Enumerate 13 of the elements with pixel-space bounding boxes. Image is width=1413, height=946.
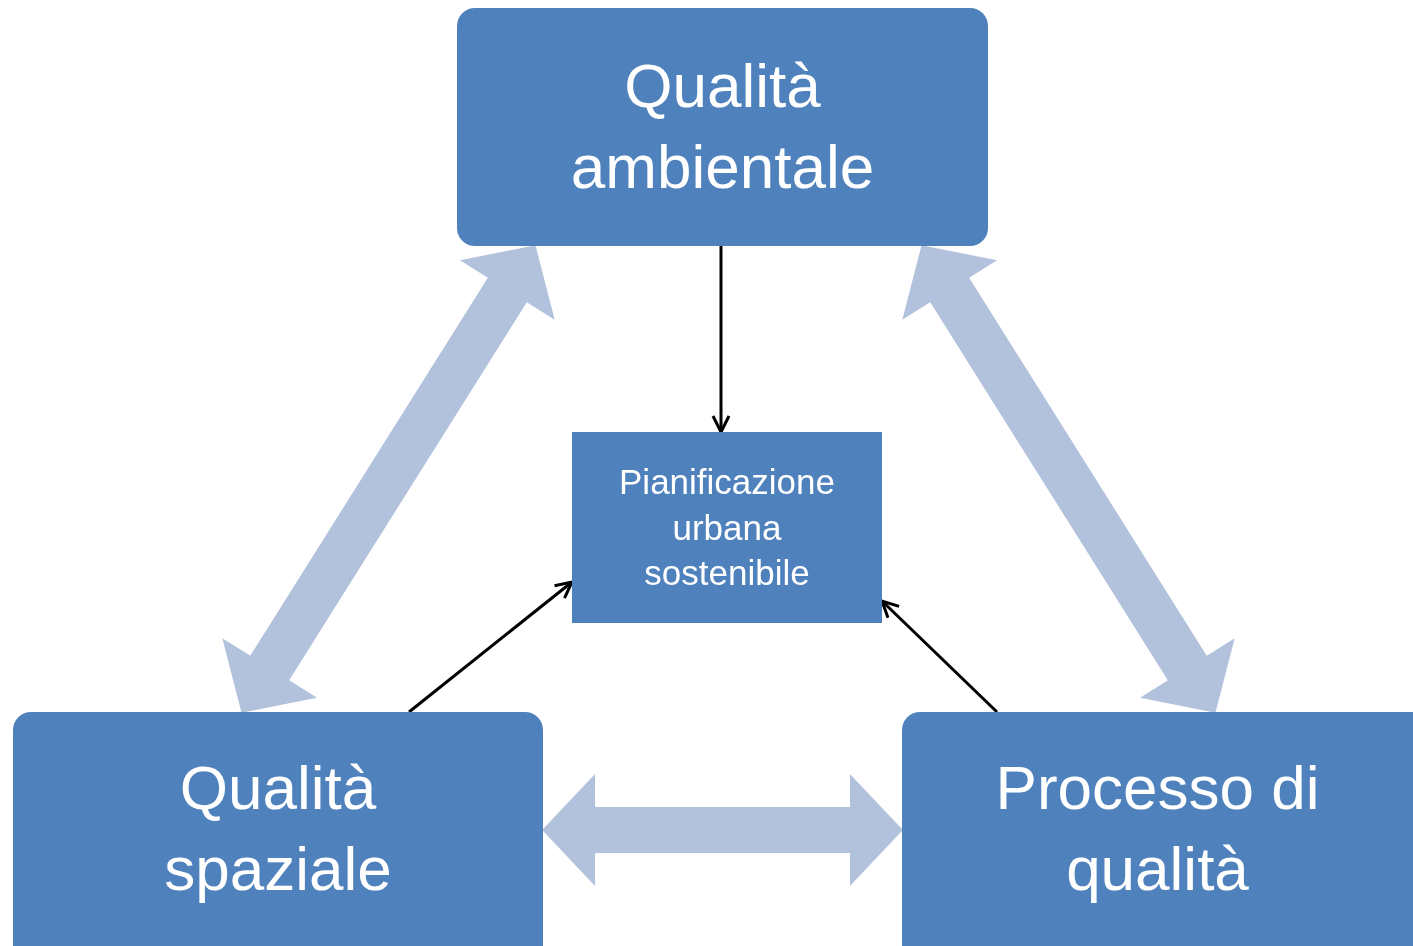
arrow — [711, 246, 731, 434]
box-label: Qualità spaziale — [163, 752, 393, 905]
process-box — [13, 712, 543, 946]
box-label: Pianificazione urbana sostenibile — [618, 461, 836, 595]
box-label: Processo di qualità — [994, 752, 1321, 905]
box-label: Qualità ambientale — [569, 50, 876, 203]
process-box — [457, 8, 988, 246]
process-box — [572, 432, 882, 623]
arrow — [902, 245, 1235, 713]
arrow — [542, 774, 903, 886]
arrow — [222, 245, 555, 713]
arrow — [408, 580, 574, 714]
process-box — [902, 712, 1413, 946]
